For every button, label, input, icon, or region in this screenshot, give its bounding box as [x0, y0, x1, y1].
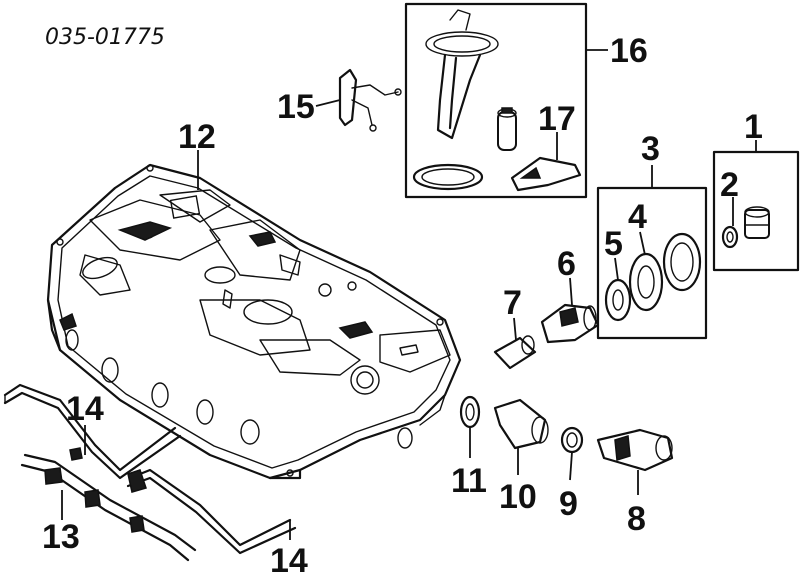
callout-9: 9 — [559, 485, 578, 523]
callout-14-upper: 14 — [66, 390, 104, 428]
callout-15: 15 — [277, 88, 315, 126]
callout-2: 2 — [720, 166, 739, 204]
hose-7 — [493, 335, 537, 370]
tank-insulator-13 — [20, 453, 197, 562]
callout-8: 8 — [627, 500, 646, 538]
fuel-tank — [46, 163, 462, 480]
callout-12: 12 — [178, 118, 216, 156]
callout-6: 6 — [557, 245, 576, 283]
hose-8 — [596, 428, 674, 472]
tank-strap-lower — [126, 468, 297, 555]
callout-11: 11 — [451, 462, 487, 500]
filler-hose-6 — [540, 303, 600, 344]
fuel-gauge-sender — [338, 68, 402, 132]
gasket-11 — [459, 395, 481, 429]
callout-3: 3 — [641, 130, 660, 168]
callout-13: 13 — [42, 518, 80, 556]
callout-17: 17 — [538, 100, 576, 138]
callout-1: 1 — [744, 108, 763, 146]
leader-lines — [61, 49, 757, 540]
hose-10 — [493, 398, 549, 450]
callout-labels: 1 2 3 4 5 6 7 8 9 10 11 12 13 14 14 15 1… — [42, 32, 763, 575]
clamp-9 — [560, 426, 584, 454]
fuel-pump-kit-box — [404, 2, 588, 199]
tank-strap-upper — [3, 383, 182, 480]
callout-16: 16 — [610, 32, 648, 70]
callout-4: 4 — [628, 198, 647, 236]
callout-5: 5 — [604, 225, 623, 263]
callout-7: 7 — [503, 284, 522, 322]
callout-10: 10 — [499, 478, 537, 516]
seal-kit-box — [596, 186, 708, 340]
drawing-number: 035-01775 — [45, 25, 165, 50]
callout-14-lower: 14 — [270, 542, 308, 575]
